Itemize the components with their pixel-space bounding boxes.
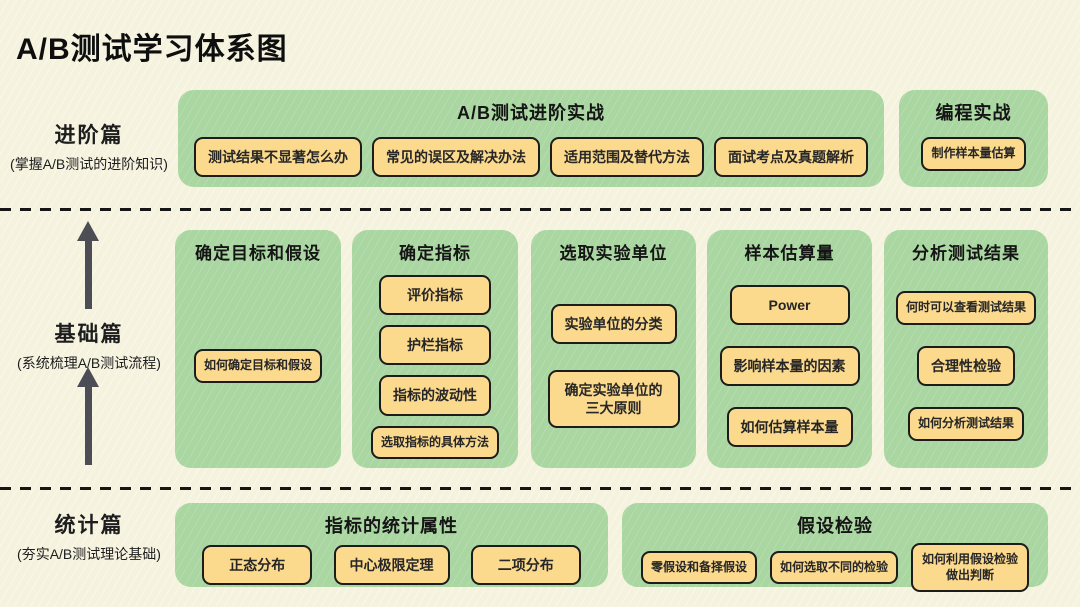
panel-title: 样本估算量 [744,244,835,263]
column-metrics: 确定指标 评价指标 护栏指标 指标的波动性 选取指标的具体方法 [352,230,518,468]
topic-chip: 指标的波动性 [379,375,491,416]
chips-col: Power 影响样本量的因素 如何估算样本量 [707,264,872,468]
section-label: 基础篇 [54,323,124,346]
section-label-advanced: 进阶篇 (掌握A/B测试的进阶知识) [0,119,178,174]
section-sublabel: (夯实A/B测试理论基础) [17,546,161,562]
panel-title: 编程实战 [935,103,1012,123]
chips-col: 何时可以查看测试结果 合理性检验 如何分析测试结果 [884,264,1048,468]
topic-chip: 如何利用假设检验做出判断 [910,543,1029,593]
topic-chip: 测试结果不显著怎么办 [194,137,362,178]
chips-col: 实验单位的分类 确定实验单位的三大原则 [531,264,696,468]
arrow-up-icon [76,367,100,465]
column-experiment-unit: 选取实验单位 实验单位的分类 确定实验单位的三大原则 [531,230,696,468]
topic-chip: 如何确定目标和假设 [193,349,322,383]
chips-row: 零假设和备择假设 如何选取不同的检验 如何利用假设检验做出判断 [622,543,1048,593]
panel-title: 指标的统计属性 [325,516,458,536]
arrow-up-icon [76,221,100,309]
chips-row: 制作样本量估算 [899,137,1048,171]
topic-chip: 制作样本量估算 [921,137,1026,171]
topic-chip: 评价指标 [379,275,491,316]
panel-hypothesis-testing: 假设检验 零假设和备择假设 如何选取不同的检验 如何利用假设检验做出判断 [622,503,1048,593]
section-label-statistics: 统计篇 (夯实A/B测试理论基础) [0,509,178,564]
section-label: 统计篇 [54,514,124,537]
column-goal-hypothesis: 确定目标和假设 如何确定目标和假设 [175,230,341,468]
topic-chip: 常见的误区及解决办法 [372,137,540,178]
topic-chip: 正态分布 [202,545,313,586]
arrow-head [77,367,99,387]
dashed-divider [0,208,1080,211]
topic-chip: 选取指标的具体方法 [370,425,499,460]
panel-title: 确定目标和假设 [195,244,321,263]
panel-title: A/B测试进阶实战 [457,103,605,123]
panel-coding-practice: 编程实战 制作样本量估算 [899,90,1048,187]
panel-title: 分析测试结果 [912,244,1020,263]
panel-advanced-practice: A/B测试进阶实战 测试结果不显著怎么办 常见的误区及解决办法 适用范围及替代方… [178,90,884,187]
page-title: A/B测试学习体系图 [16,33,288,66]
panel-title: 确定指标 [399,244,471,263]
chips-col: 评价指标 护栏指标 指标的波动性 选取指标的具体方法 [352,275,518,460]
section-sublabel: (掌握A/B测试的进阶知识) [10,156,168,172]
topic-chip: 确定实验单位的三大原则 [547,369,680,429]
topic-chip: 实验单位的分类 [550,303,677,344]
section-label: 进阶篇 [54,124,124,147]
topic-chip: 适用范围及替代方法 [550,137,704,178]
topic-chip: Power [729,284,850,325]
topic-chip: 如何选取不同的检验 [769,550,898,585]
section-label-basics: 基础篇 (系统梳理A/B测试流程) [0,318,178,373]
panel-metric-statistics: 指标的统计属性 正态分布 中心极限定理 二项分布 [175,503,608,587]
panel-title: 选取实验单位 [559,244,668,263]
panel-title: 假设检验 [797,516,873,536]
section-sublabel: (系统梳理A/B测试流程) [17,355,161,371]
topic-chip: 面试考点及真题解析 [714,137,868,178]
dashed-divider [0,487,1080,490]
column-sample-size: 样本估算量 Power 影响样本量的因素 如何估算样本量 [707,230,872,468]
arrow-head [77,221,99,241]
arrow-shaft [84,387,92,465]
topic-chip: 中心极限定理 [333,545,450,586]
topic-chip: 二项分布 [470,545,581,586]
topic-chip: 如何估算样本量 [726,407,853,448]
chips-col: 如何确定目标和假设 [175,264,341,468]
chips-row: 测试结果不显著怎么办 常见的误区及解决办法 适用范围及替代方法 面试考点及真题解… [178,137,884,178]
topic-chip: 影响样本量的因素 [719,345,860,387]
topic-chip: 零假设和备择假设 [640,550,757,585]
column-result-analysis: 分析测试结果 何时可以查看测试结果 合理性检验 如何分析测试结果 [884,230,1048,468]
topic-chip: 护栏指标 [379,325,491,366]
topic-chip: 合理性检验 [917,345,1015,387]
topic-chip: 如何分析测试结果 [907,407,1024,441]
topic-chip: 何时可以查看测试结果 [895,291,1036,325]
arrow-shaft [84,241,92,309]
chips-row: 正态分布 中心极限定理 二项分布 [175,545,608,586]
